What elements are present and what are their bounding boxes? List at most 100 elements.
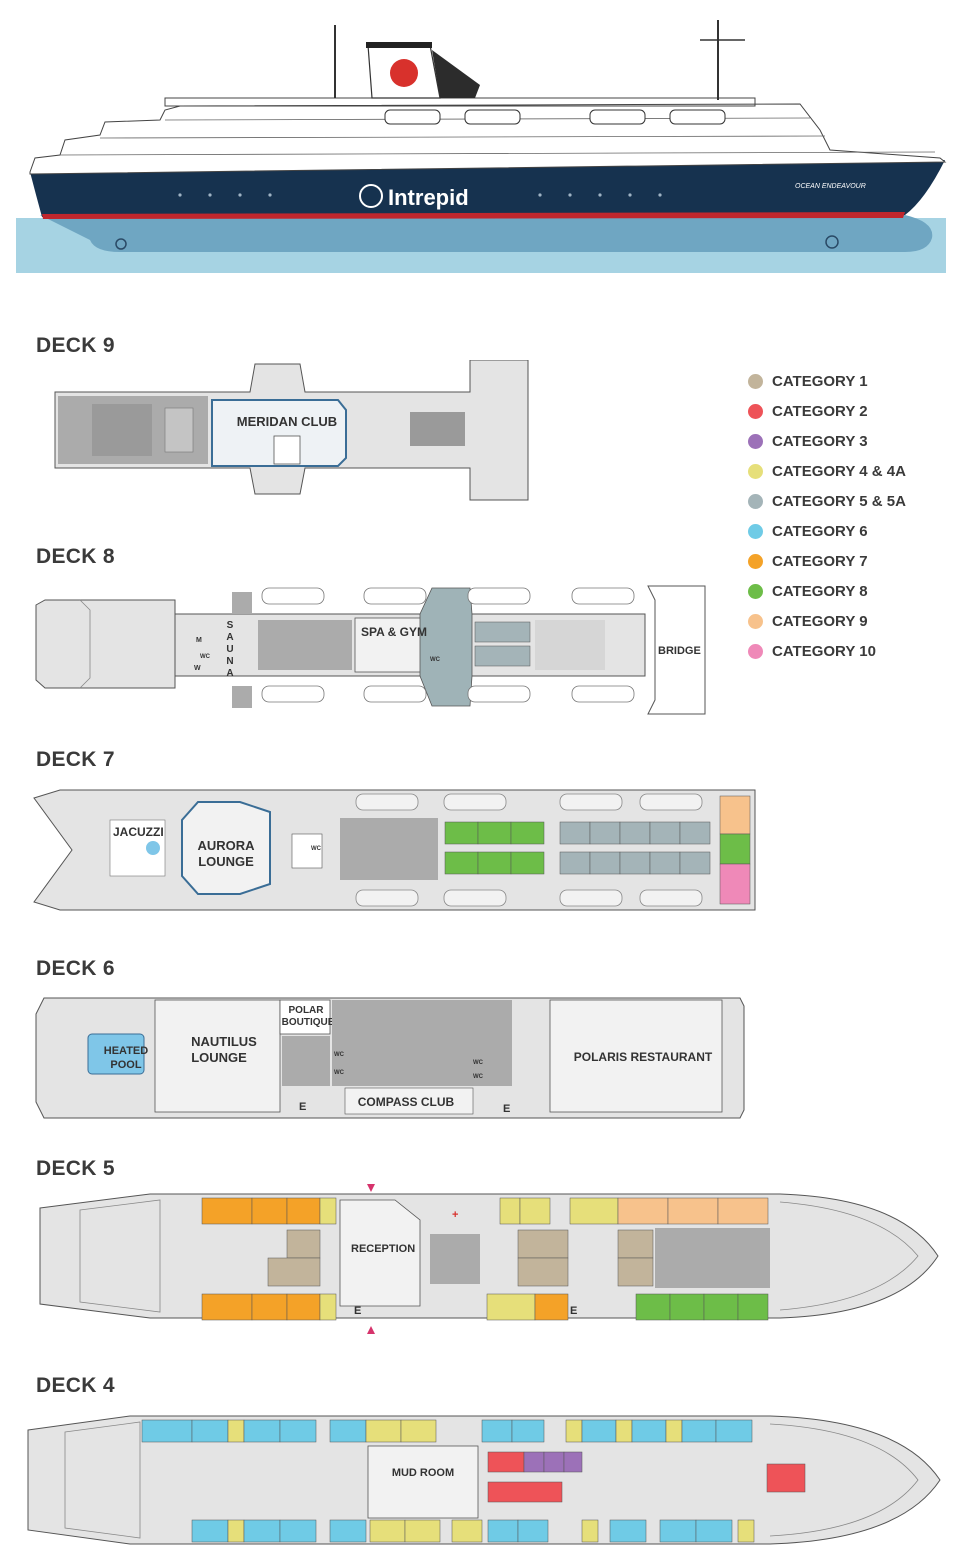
lifeboat [639,889,703,907]
cabin-category-8 [477,851,512,875]
waterline-stripe [42,212,905,219]
lifeboat [363,685,427,703]
cabin-category-5 [649,821,681,845]
hull-ship-name: OCEAN ENDEAVOUR [795,183,866,190]
cabin-category-8 [719,833,751,865]
lifeboat [559,793,623,811]
deck-6-title: DECK 6 [36,957,115,980]
deck-6-gray-block [332,1000,512,1086]
bow-thruster-icon [825,235,839,249]
propeller-icon [115,238,127,250]
cabin-category-5 [589,821,621,845]
cabin-category-4 [365,1419,402,1443]
heated-pool-label-1: HEATED [104,1045,148,1057]
porthole [538,193,542,197]
meridan-club-label: MERIDAN CLUB [237,414,337,429]
cabin-category-8 [444,851,479,875]
legend-label: CATEGORY 10 [772,642,876,660]
legend-item-category-10: CATEGORY 10 [748,636,948,666]
legend-item-category-9: CATEGORY 9 [748,606,948,636]
cabin-category-3 [543,1451,565,1473]
deck-5-cabins-port [201,1197,769,1225]
deck-4-inner-deck-line [64,1421,141,1539]
deck-8-plan: SPA & GYM BRIDGE S A U N A M W WC WC [35,585,706,715]
category-legend: CATEGORY 1 CATEGORY 2 CATEGORY 3 CATEGOR… [748,366,948,666]
legend-label: CATEGORY 2 [772,402,868,420]
legend-swatch [748,583,763,599]
cabin-category-6 [481,1419,513,1443]
legend-swatch [748,643,763,659]
deck-4-bow-line [769,1423,919,1537]
cabin-category-5 [619,851,651,875]
sauna-letter: S [227,620,234,631]
deck-5-plan: RECEPTION E E + [39,1184,939,1334]
cabin-category-9 [667,1197,719,1225]
deck-5-bow-line [779,1201,919,1311]
deck-5-gray-block [430,1234,480,1284]
cabin-category-8 [703,1293,739,1321]
deck-5-elevator-label: E [354,1305,361,1317]
legend-swatch [748,553,763,569]
deck-5-elevator-label: E [570,1305,577,1317]
deck-8-teal-block [419,587,473,707]
cabin-category-9 [617,1197,669,1225]
cabin-category-6 [659,1519,697,1543]
cabin-category-6 [279,1419,317,1443]
legend-item-category-8: CATEGORY 8 [748,576,948,606]
deck-4-cabins-starboard [191,1519,755,1543]
deck-4-title: DECK 4 [36,1374,115,1397]
legend-item-category-4: CATEGORY 4 & 4A [748,456,948,486]
lifeboat [467,685,531,703]
cabin-category-6 [279,1519,317,1543]
cabin-category-4 [319,1293,337,1321]
deck-7-title: DECK 7 [36,748,115,771]
deck-7-gray-block [340,818,438,880]
cabin-category-7 [286,1293,321,1321]
legend-label: CATEGORY 7 [772,552,868,570]
sauna-letter: A [226,632,233,643]
cabin-category-6 [243,1519,281,1543]
deck-8-corridor [535,620,605,670]
cabin-category-4 [615,1419,633,1443]
cabin-category-6 [191,1519,229,1543]
jacuzzi-label: JACUZZI [113,825,164,839]
cabin-category-6 [487,1519,519,1543]
cabin-category-6 [695,1519,733,1543]
deck-8-outline [35,599,176,689]
compass-club-label: COMPASS CLUB [358,1095,455,1109]
cabin-category-8 [635,1293,671,1321]
cabin-category-8 [510,851,545,875]
ship-profile: Intrepid OCEAN ENDEAVOUR [16,20,947,273]
cabin-category-4 [581,1519,599,1543]
deck-6-wc-label: WC [334,1070,345,1076]
aurora-lounge-room [181,801,271,895]
deck-6-wc-label: WC [473,1060,484,1066]
legend-label: CATEGORY 3 [772,432,868,450]
cabin-category-8 [477,821,512,845]
deck-6-gray-block [282,1036,330,1086]
legend-label: CATEGORY 1 [772,372,868,390]
lifeboat [467,587,531,605]
cabin-category-2 [766,1463,806,1493]
lifeboat [355,889,419,907]
lifeboat [559,889,623,907]
cabin-category-6 [681,1419,717,1443]
funnel-logo-icon [390,59,418,87]
legend-swatch [748,373,763,389]
deck-8-davit [232,592,252,614]
cabin-category-5 [619,821,651,845]
deck-8-cabin [474,645,531,667]
legend-item-category-6: CATEGORY 6 [748,516,948,546]
legend-item-category-5: CATEGORY 5 & 5A [748,486,948,516]
cabin-category-6 [191,1419,229,1443]
deck-6-wc-label: WC [334,1052,345,1058]
heated-pool-label-2: POOL [110,1059,141,1071]
legend-label: CATEGORY 6 [772,522,868,540]
cabin-category-7 [251,1197,288,1225]
deck-8-cabin [474,621,531,643]
aurora-lounge-label-1: AURORA [197,838,255,853]
deck-4-plan: MUD ROOM [27,1415,941,1545]
porthole [598,193,602,197]
reception-label: RECEPTION [351,1243,415,1255]
cabin-category-4 [737,1519,755,1543]
